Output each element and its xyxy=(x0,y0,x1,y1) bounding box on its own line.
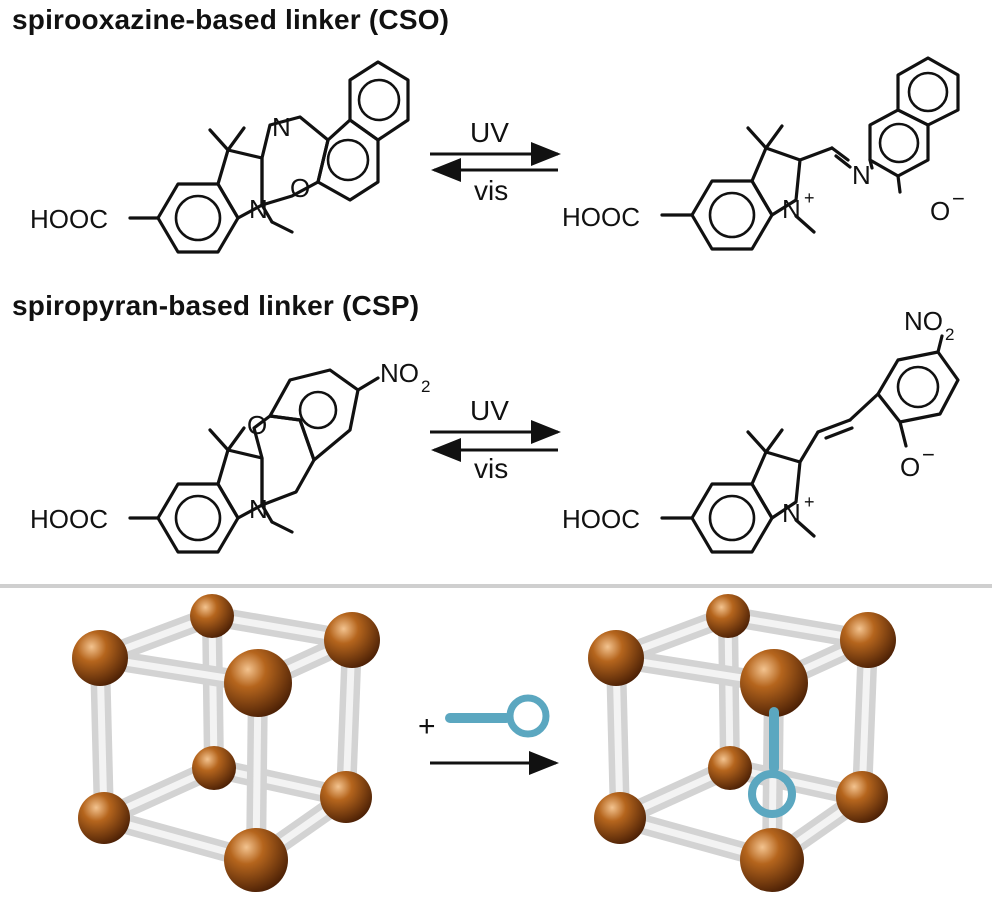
metal-node xyxy=(708,746,752,790)
cso-open-acid: HOOC xyxy=(562,202,640,232)
csp-closed-acid: HOOC xyxy=(30,504,108,534)
guest-plus-sign: + xyxy=(418,710,436,743)
metal-node xyxy=(224,828,288,892)
csp-closed-nitro-sub: 2 xyxy=(421,377,430,396)
metal-node xyxy=(224,649,292,717)
metal-node xyxy=(324,612,380,668)
csp-open-structure: HOOC N + O − NO 2 xyxy=(562,306,960,554)
cso-open-pyrrole xyxy=(750,146,802,217)
csp-closed-n: N xyxy=(249,494,268,524)
cso-closed-benzene xyxy=(156,182,240,254)
strut-highlight xyxy=(208,612,218,772)
metal-node xyxy=(320,771,372,823)
guest-ligand-ring-inside xyxy=(748,770,796,818)
csp-closed-structure: HOOC N O NO 2 xyxy=(30,358,430,554)
cso-closed-n: N xyxy=(249,194,268,224)
csp-closed-benzene xyxy=(156,482,240,554)
guest-insertion-arrow: + xyxy=(418,694,559,775)
csp-equilibrium-arrows: UV vis xyxy=(430,395,561,484)
csp-open-nitro: NO xyxy=(904,306,943,336)
framework-cube-loaded xyxy=(588,594,896,892)
cso-open-structure: HOOC N + N O − xyxy=(562,56,965,251)
cso-title: spirooxazine-based linker (CSO) xyxy=(12,4,450,35)
cso-closed-acid: HOOC xyxy=(30,204,108,234)
cso-equilibrium-arrows: UV vis xyxy=(430,117,561,206)
csp-open-phenol xyxy=(876,350,960,424)
cso-open-n-imine: N xyxy=(852,160,871,190)
csp-open-benzene xyxy=(690,482,774,554)
metal-node xyxy=(588,630,644,686)
csp-title: spiropyran-based linker (CSP) xyxy=(12,290,420,321)
cso-closed-n-imine: N xyxy=(272,112,291,142)
csp-arrow-vis: vis xyxy=(474,453,508,484)
cso-open-o: O xyxy=(930,196,950,226)
cso-open-plus: + xyxy=(804,188,815,208)
csp-open-minus: − xyxy=(922,442,935,467)
metal-node xyxy=(740,828,804,892)
csp-closed-benzo xyxy=(268,368,360,462)
csp-open-plus: + xyxy=(804,492,815,512)
cso-closed-structure: HOOC N N O xyxy=(30,60,410,254)
csp-arrow-uv: UV xyxy=(470,395,509,426)
metal-node xyxy=(836,771,888,823)
cso-arrow-uv: UV xyxy=(470,117,509,148)
metal-node xyxy=(72,630,128,686)
cso-open-n: N xyxy=(782,194,801,224)
guest-ligand-ring xyxy=(506,694,550,738)
cso-closed-o: O xyxy=(290,173,310,203)
metal-node xyxy=(78,792,130,844)
metal-node xyxy=(192,746,236,790)
csp-closed-nitro: NO xyxy=(380,358,419,388)
csp-open-acid: HOOC xyxy=(562,504,640,534)
cso-open-minus: − xyxy=(952,186,965,211)
csp-open-n: N xyxy=(782,498,801,528)
framework-cube-empty xyxy=(72,594,380,892)
metal-node xyxy=(594,792,646,844)
metal-node xyxy=(190,594,234,638)
metal-node xyxy=(840,612,896,668)
strut-highlight xyxy=(724,612,734,772)
csp-open-o: O xyxy=(900,452,920,482)
section-divider xyxy=(0,584,992,588)
metal-node xyxy=(740,649,808,717)
cso-closed-naph-b xyxy=(348,60,410,142)
csp-closed-o: O xyxy=(247,410,267,440)
cso-open-naph-b xyxy=(896,56,960,127)
metal-node xyxy=(706,594,750,638)
csp-open-pyrrole xyxy=(750,450,802,520)
csp-open-nitro-sub: 2 xyxy=(945,325,954,344)
cso-arrow-vis: vis xyxy=(474,175,508,206)
cso-open-benzene xyxy=(690,179,774,251)
